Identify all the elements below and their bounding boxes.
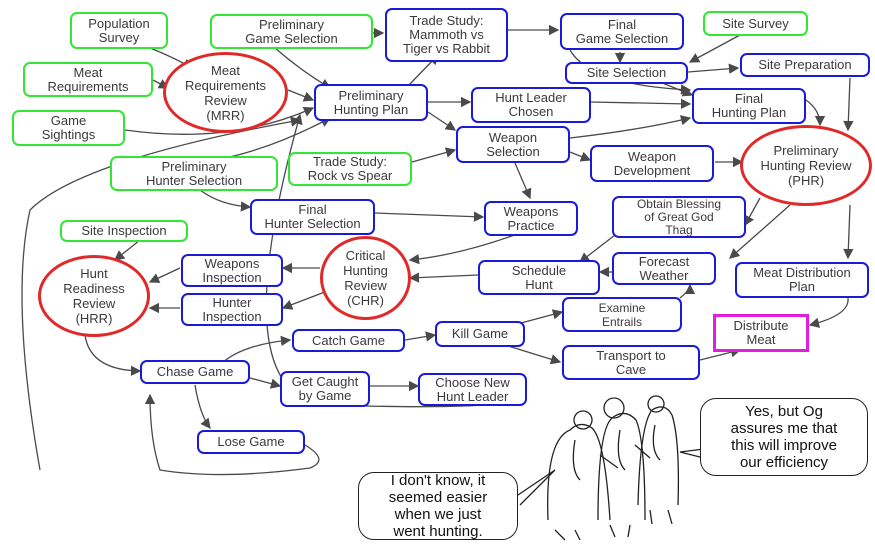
site-selection-box[interactable]: Site Selection	[565, 62, 688, 84]
arrow-leader-to-finalplan	[589, 98, 692, 110]
weapons-inspection-box[interactable]: Weapons Inspection	[181, 254, 283, 287]
site-preparation-box[interactable]: Site Preparation	[740, 53, 870, 77]
prelim-hunter-selection-box[interactable]: Preliminary Hunter Selection	[110, 156, 278, 191]
arrow-practice-to-chr	[408, 232, 521, 265]
arrow-hrr-to-chase	[84, 334, 142, 377]
population-survey-box[interactable]: Population Survey	[70, 12, 168, 49]
forecast-weather-box[interactable]: Forecast Weather	[612, 252, 716, 285]
speech-bubble-right: Yes, but Og assures me that this will im…	[700, 398, 868, 476]
arrow-long-loop-to-plan	[21, 116, 302, 471]
arrow-mrr-to-plan	[287, 89, 315, 102]
arrow-lose-loop-back	[144, 393, 320, 476]
arrow-meatplan-to-distribute	[808, 297, 849, 328]
arrow-finalhunter-to-practice	[374, 211, 485, 222]
trade-study-rock-box[interactable]: Trade Study: Rock vs Spear	[288, 152, 412, 186]
arrow-prelimhunter-to-finalhunter	[199, 189, 252, 212]
arrow-catch-to-kill	[404, 331, 437, 342]
hunt-leader-chosen-box[interactable]: Hunt Leader Chosen	[471, 87, 591, 123]
arrow-schedule-to-chr	[408, 272, 479, 283]
arrow-sitesurvey-to-siteselection	[688, 34, 741, 63]
arrow-prep-to-phr	[843, 77, 854, 132]
schedule-hunt-box[interactable]: Schedule Hunt	[478, 260, 600, 295]
speech-bubble-left: I don't know, it seemed easier when we j…	[358, 472, 518, 540]
arrow-siteinspection-to-hrr	[113, 239, 141, 261]
get-caught-by-game-box[interactable]: Get Caught by Game	[280, 371, 370, 407]
arrow-weapon-to-finalplan	[569, 115, 692, 139]
site-survey-box[interactable]: Site Survey	[703, 11, 808, 36]
arrow-phr-to-forecast	[729, 204, 791, 259]
weapon-selection-box[interactable]: Weapon Selection	[456, 126, 570, 163]
lose-game-box[interactable]: Lose Game	[197, 430, 305, 454]
distribute-meat-box[interactable]: Distribute Meat	[713, 314, 809, 352]
mrr-review-ellipse[interactable]: Meat Requirements Review (MRR)	[163, 52, 288, 133]
choose-new-hunt-leader-box[interactable]: Choose New Hunt Leader	[418, 373, 527, 406]
arrow-chase-to-lose	[194, 384, 211, 430]
hrr-review-ellipse[interactable]: Hunt Readiness Review (HRR)	[38, 255, 150, 337]
weapon-development-box[interactable]: Weapon Development	[590, 145, 714, 182]
arrow-siteselection-to-finalplan	[659, 81, 694, 97]
catch-game-box[interactable]: Catch Game	[292, 329, 405, 352]
arrow-chase-to-getcaught	[249, 377, 282, 389]
transport-to-cave-box[interactable]: Transport to Cave	[562, 345, 700, 380]
arrow-weapon-to-practice	[514, 162, 532, 200]
trade-study-mammoth-box[interactable]: Trade Study: Mammoth vs Tiger vs Rabbit	[385, 8, 508, 62]
arrow-rocktrade-to-weapon	[411, 147, 457, 163]
examine-entrails-box[interactable]: Examine Entrails	[562, 297, 682, 332]
final-hunter-selection-box[interactable]: Final Hunter Selection	[250, 199, 375, 235]
arrow-kill-to-transport	[504, 344, 562, 365]
obtain-blessing-box[interactable]: Obtain Blessing of Great God Thag	[612, 196, 746, 238]
arrow-weaponsinspection-to-hrr	[148, 267, 181, 283]
chr-review-ellipse[interactable]: Critical Hunting Review (CHR)	[320, 236, 411, 320]
prelim-game-selection-box[interactable]: Preliminary Game Selection	[210, 14, 373, 49]
arrow-finalplan-to-phr	[805, 99, 826, 127]
phr-review-ellipse[interactable]: Preliminary Hunting Review (PHR)	[740, 125, 872, 206]
arrow-phr-to-meatplan	[843, 204, 854, 260]
final-hunting-plan-box[interactable]: Final Hunting Plan	[692, 88, 806, 124]
cavemen-illustration	[547, 395, 680, 541]
meat-requirements-box[interactable]: Meat Requirements	[23, 62, 153, 97]
meat-distribution-plan-box[interactable]: Meat Distribution Plan	[735, 262, 869, 298]
speech-tail-left	[517, 469, 556, 506]
arrow-plan-to-weapon	[427, 111, 457, 131]
site-inspection-box[interactable]: Site Inspection	[60, 220, 188, 242]
prelim-hunting-plan-box[interactable]: Preliminary Hunting Plan	[314, 84, 428, 121]
arrow-weapon-to-development	[569, 151, 592, 162]
final-game-selection-box[interactable]: Final Game Selection	[560, 13, 684, 50]
arrow-blessing-to-schedule	[578, 234, 616, 263]
game-sightings-box[interactable]: Game Sightings	[12, 110, 125, 146]
hunter-inspection-box[interactable]: Hunter Inspection	[181, 293, 283, 326]
kill-game-box[interactable]: Kill Game	[435, 321, 525, 347]
arrow-entrails-to-forecast	[679, 283, 696, 299]
arrow-siteselection-to-prep	[687, 63, 740, 74]
weapons-practice-box[interactable]: Weapons Practice	[484, 201, 578, 236]
arrow-phr-to-blessing	[744, 197, 761, 227]
chase-game-box[interactable]: Chase Game	[140, 360, 250, 384]
